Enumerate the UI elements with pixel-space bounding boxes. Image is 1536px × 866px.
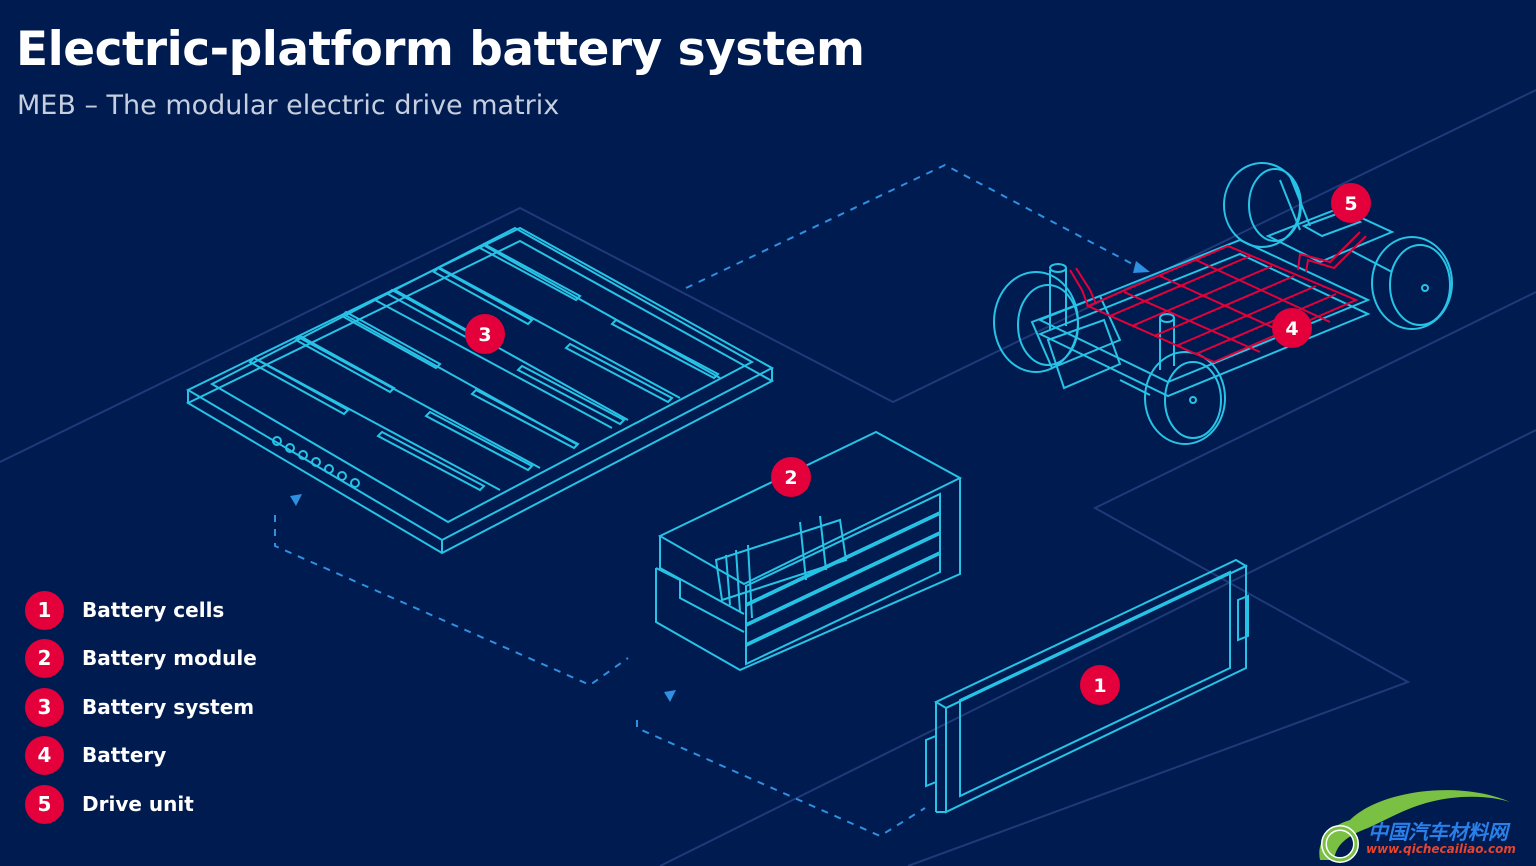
callout-badge-5 (1331, 183, 1371, 223)
battery-cell-drawing (925, 558, 1249, 814)
legend-label: Battery system (82, 695, 255, 719)
callout-badges: 3 2 1 4 5 (465, 183, 1371, 705)
callout-badge-2 (771, 457, 811, 497)
callout-badge-1 (1080, 665, 1120, 705)
legend-label: Drive unit (82, 792, 194, 816)
legend-label: Battery module (82, 646, 257, 670)
legend-badge: 3 (25, 687, 64, 727)
watermark-url: www.qichecailiao.com (1366, 842, 1516, 856)
legend-badge: 4 (25, 735, 64, 775)
legend-badge: 5 (25, 784, 64, 824)
page-subtitle: MEB – The modular electric drive matrix (17, 90, 560, 121)
chassis-drawing (993, 162, 1453, 445)
callout-badge-3 (465, 314, 505, 354)
callout-number-2: 2 (784, 467, 797, 489)
watermark-text: 中国汽车材料网 (1368, 820, 1508, 844)
legend-label: Battery (82, 743, 167, 767)
ground-plane (0, 89, 1536, 866)
legend-item: 5 Drive unit (25, 784, 194, 824)
legend-badge: 1 (25, 590, 64, 630)
legend-item: 1 Battery cells (25, 590, 224, 630)
watermark-car-logo-icon (1319, 790, 1510, 863)
legend-label: Battery cells (82, 598, 225, 622)
legend-item: 4 Battery (25, 735, 166, 775)
legend-item: 3 Battery system (25, 687, 254, 727)
callout-number-1: 1 (1093, 675, 1106, 697)
battery-system-connectors (272, 436, 360, 488)
chassis-battery-highlight (1069, 231, 1367, 364)
legend-item: 2 Battery module (25, 638, 257, 678)
callout-number-5: 5 (1344, 193, 1357, 215)
battery-system-drawing (185, 226, 775, 555)
callout-number-3: 3 (478, 324, 491, 346)
page-title: Electric-platform battery system (16, 22, 865, 77)
flow-connectors (274, 163, 1141, 838)
callout-badge-4 (1272, 308, 1312, 348)
callout-number-4: 4 (1285, 318, 1298, 340)
flow-arrowheads (290, 261, 1150, 702)
legend-badge: 2 (25, 638, 64, 678)
battery-system-slots (248, 242, 720, 492)
